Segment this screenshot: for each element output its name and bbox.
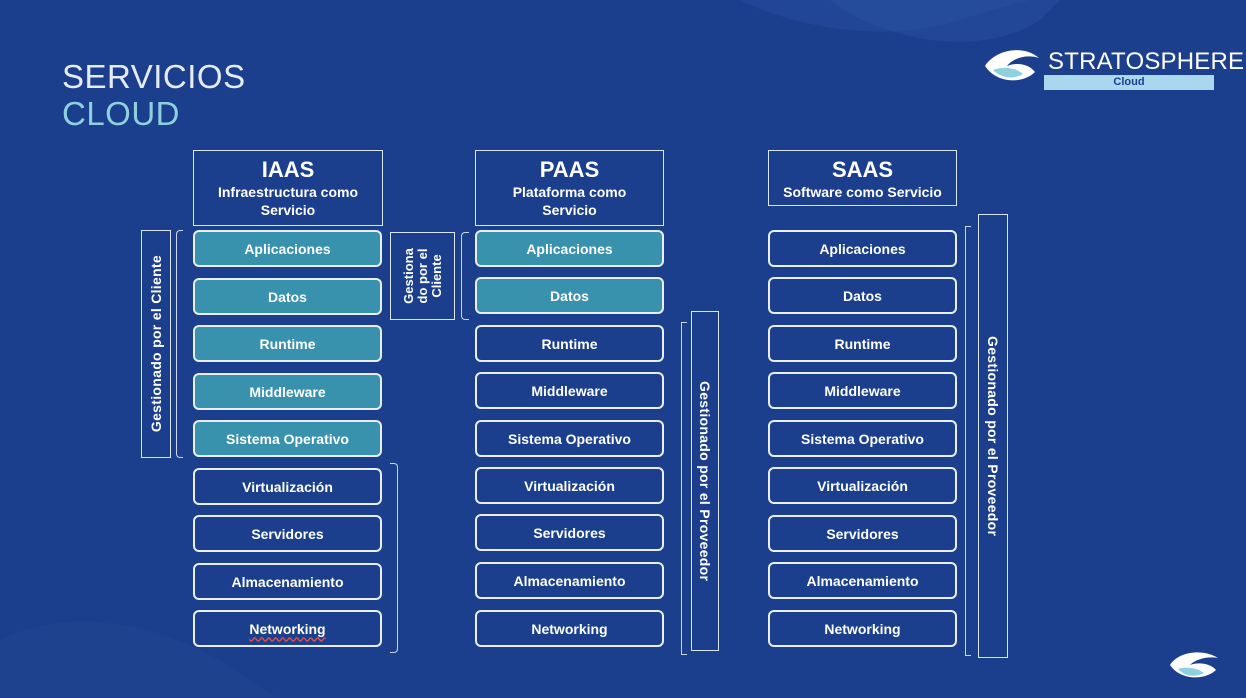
logo-subtitle: Cloud	[1044, 75, 1214, 90]
paas-client-bracket	[461, 232, 469, 320]
iaas-layer-almacenamiento: Almacenamiento	[193, 563, 382, 600]
iaas-client-label: Gestionado por el Cliente	[141, 230, 171, 458]
stratosphere-wave-icon	[1170, 652, 1218, 678]
title-line-2: CLOUD	[62, 95, 181, 132]
iaas-provider-bracket	[390, 463, 398, 653]
paas-layer-almacenamiento: Almacenamiento	[475, 562, 664, 599]
stratosphere-wave-icon	[985, 50, 1039, 81]
iaas-networking-label: Networking	[249, 620, 326, 637]
iaas-client-bracket	[176, 230, 183, 458]
iaas-layer-virtualizacion: Virtualización	[193, 468, 382, 505]
paas-client-label-text: Gestiona do por el Cliente	[400, 248, 444, 304]
saas-provider-bracket	[965, 226, 971, 656]
paas-subtitle-line-1: Plataforma como	[512, 184, 627, 200]
saas-provider-label: Gestionado por el Proveedor	[978, 214, 1008, 658]
iaas-subtitle-line-2: Servicio	[260, 202, 316, 218]
saas-layer-almacenamiento: Almacenamiento	[768, 562, 957, 599]
paas-provider-label: Gestionado por el Proveedor	[691, 311, 719, 651]
paas-layer-middleware: Middleware	[475, 372, 664, 409]
saas-layer-middleware: Middleware	[768, 372, 957, 409]
iaas-layer-datos: Datos	[193, 278, 382, 315]
saas-header: SAAS Software como Servicio	[768, 150, 957, 206]
page-title: SERVICIOS CLOUD	[62, 58, 246, 132]
iaas-client-label-text: Gestionado por el Cliente	[148, 255, 164, 433]
paas-provider-bracket	[681, 322, 687, 655]
iaas-layer-runtime: Runtime	[193, 325, 382, 362]
saas-heading: SAAS	[831, 157, 894, 182]
saas-layer-sistema-operativo: Sistema Operativo	[768, 420, 957, 457]
iaas-layer-servidores: Servidores	[193, 515, 382, 552]
paas-layer-virtualizacion: Virtualización	[475, 467, 664, 504]
iaas-heading: IAAS	[261, 157, 315, 182]
paas-client-label-line-2: do por el	[414, 248, 430, 304]
paas-heading: PAAS	[539, 157, 600, 182]
logo-name: STRATOSPHERE	[1048, 48, 1245, 75]
saas-layer-networking: Networking	[768, 610, 957, 647]
paas-layer-datos: Datos	[475, 277, 664, 314]
paas-layer-aplicaciones: Aplicaciones	[475, 230, 664, 267]
saas-layer-runtime: Runtime	[768, 325, 957, 362]
saas-layer-servidores: Servidores	[768, 515, 957, 552]
iaas-layer-networking: Networking	[193, 610, 382, 647]
saas-subtitle-line-1: Software como Servicio	[783, 184, 942, 200]
iaas-header: IAAS Infraestructura como Servicio	[193, 150, 383, 226]
paas-client-label: Gestiona do por el Cliente	[390, 232, 455, 320]
paas-client-label-line-3: Cliente	[428, 254, 444, 298]
paas-header: PAAS Plataforma como Servicio	[475, 150, 664, 226]
paas-subtitle-line-2: Servicio	[542, 202, 597, 218]
iaas-layer-middleware: Middleware	[193, 373, 382, 410]
paas-provider-label-text: Gestionado por el Proveedor	[697, 380, 713, 582]
paas-layer-networking: Networking	[475, 610, 664, 647]
paas-layer-servidores: Servidores	[475, 514, 664, 551]
paas-client-label-line-1: Gestiona	[400, 248, 416, 304]
paas-layer-sistema-operativo: Sistema Operativo	[475, 420, 664, 457]
iaas-subtitle-line-1: Infraestructura como	[217, 184, 359, 200]
saas-layer-virtualizacion: Virtualización	[768, 467, 957, 504]
saas-layer-datos: Datos	[768, 277, 957, 314]
iaas-layer-aplicaciones: Aplicaciones	[193, 230, 382, 267]
iaas-layer-sistema-operativo: Sistema Operativo	[193, 420, 382, 457]
saas-provider-label-text: Gestionado por el Proveedor	[985, 335, 1001, 537]
title-line-1: SERVICIOS	[62, 58, 246, 95]
paas-layer-runtime: Runtime	[475, 325, 664, 362]
saas-layer-aplicaciones: Aplicaciones	[768, 230, 957, 267]
